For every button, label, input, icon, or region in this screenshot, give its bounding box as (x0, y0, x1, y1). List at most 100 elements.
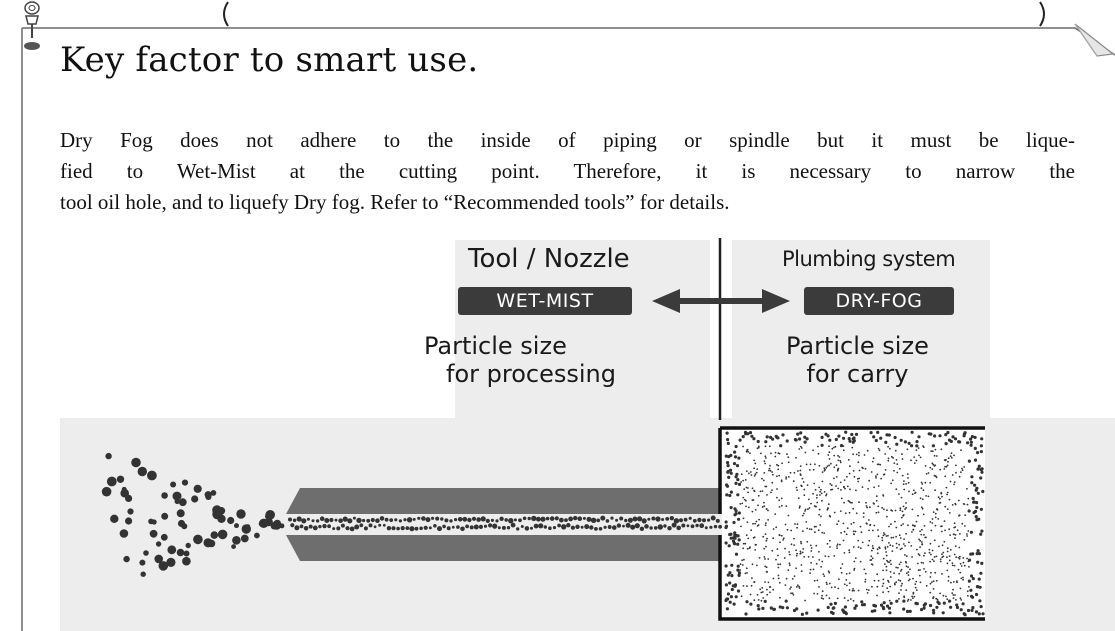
fog-particle (871, 529, 874, 532)
fog-particle (754, 509, 757, 511)
fog-particle (726, 461, 730, 465)
spray-droplet (259, 518, 269, 528)
fog-particle (912, 593, 915, 595)
bore-particle (644, 524, 649, 529)
fog-particle (911, 531, 913, 533)
fog-particle (743, 558, 745, 561)
fog-particle (899, 509, 902, 512)
fog-particle (885, 535, 888, 537)
bore-particle (338, 518, 343, 523)
fog-particle (772, 537, 775, 540)
fog-particle (902, 607, 906, 611)
fog-particle (974, 610, 979, 614)
fog-particle (865, 505, 868, 507)
fog-particle (848, 439, 852, 443)
fog-particle (922, 606, 926, 610)
fog-particle (930, 450, 933, 452)
fog-particle (736, 564, 740, 568)
fog-particle (891, 550, 894, 552)
fog-particle (853, 567, 856, 570)
fog-particle (946, 598, 949, 601)
fog-particle (851, 440, 855, 444)
fog-particle (809, 572, 811, 574)
fog-particle (933, 556, 936, 558)
fog-particle (967, 459, 972, 463)
fog-particle (766, 571, 769, 573)
bore-particle (419, 526, 423, 531)
bore-particle (683, 517, 688, 522)
fog-particle (905, 502, 907, 504)
fog-particle (892, 536, 895, 539)
bore-particle (577, 516, 583, 521)
fog-particle (883, 533, 886, 536)
fog-particle (871, 557, 874, 560)
fog-particle (769, 435, 773, 439)
caption-line: for processing (446, 360, 616, 388)
fog-particle (890, 455, 893, 458)
fog-particle (733, 455, 738, 459)
bore-particle (570, 525, 576, 530)
fog-particle (973, 435, 977, 439)
fog-particle (975, 505, 979, 510)
fog-particle (895, 459, 898, 461)
bore-particle (634, 523, 640, 529)
fog-particle (879, 463, 882, 466)
fog-particle (836, 523, 838, 526)
fog-particle (956, 529, 959, 532)
fog-particle (852, 546, 855, 548)
fog-particle (825, 466, 828, 469)
fog-particle (914, 601, 918, 606)
bore-particle (704, 526, 708, 530)
fog-particle (754, 462, 757, 465)
fog-particle (901, 458, 904, 460)
bore-particle (600, 515, 606, 521)
fog-particle (921, 507, 924, 510)
fog-particle (907, 441, 911, 445)
fog-particle (798, 437, 802, 441)
fog-particle (948, 559, 951, 562)
fog-particle (979, 476, 983, 480)
bore-particle (530, 526, 533, 530)
fog-particle (981, 489, 985, 494)
fog-particle (822, 573, 825, 575)
fog-particle (765, 508, 768, 510)
fog-particle (947, 460, 949, 463)
spray-droplet (181, 523, 188, 530)
fog-particle (922, 513, 925, 516)
fog-particle (964, 525, 966, 527)
bore-particle (508, 518, 514, 524)
fog-particle (875, 495, 878, 498)
fog-particle (853, 533, 855, 536)
fog-particle (884, 440, 888, 444)
fog-particle (802, 481, 805, 483)
fog-particle (843, 486, 845, 489)
fog-particle (921, 543, 923, 545)
fog-particle (761, 506, 764, 508)
fog-particle (724, 564, 728, 568)
fog-particle (875, 477, 877, 479)
fog-particle (758, 557, 761, 559)
fog-particle (953, 553, 956, 556)
fog-particle (842, 436, 846, 440)
fog-particle (797, 497, 800, 499)
wet-mist-caption: Particle size for processing (424, 332, 616, 388)
fog-particle (976, 560, 980, 564)
fog-particle (898, 467, 901, 470)
fog-particle (814, 463, 816, 466)
fog-particle (880, 477, 882, 480)
fog-particle (833, 555, 836, 557)
fog-particle (725, 431, 729, 435)
fog-particle (770, 452, 772, 455)
fog-particle (910, 430, 914, 434)
fog-particle (977, 577, 981, 581)
fog-particle (943, 468, 946, 470)
spray-droplet (193, 534, 203, 545)
fog-particle (806, 484, 809, 486)
fog-particle (917, 553, 920, 555)
fog-particle (931, 549, 934, 552)
fog-particle (813, 579, 816, 582)
fog-particle (953, 483, 955, 486)
fog-particle (921, 498, 924, 501)
fog-particle (922, 445, 924, 447)
fog-particle (953, 437, 958, 441)
